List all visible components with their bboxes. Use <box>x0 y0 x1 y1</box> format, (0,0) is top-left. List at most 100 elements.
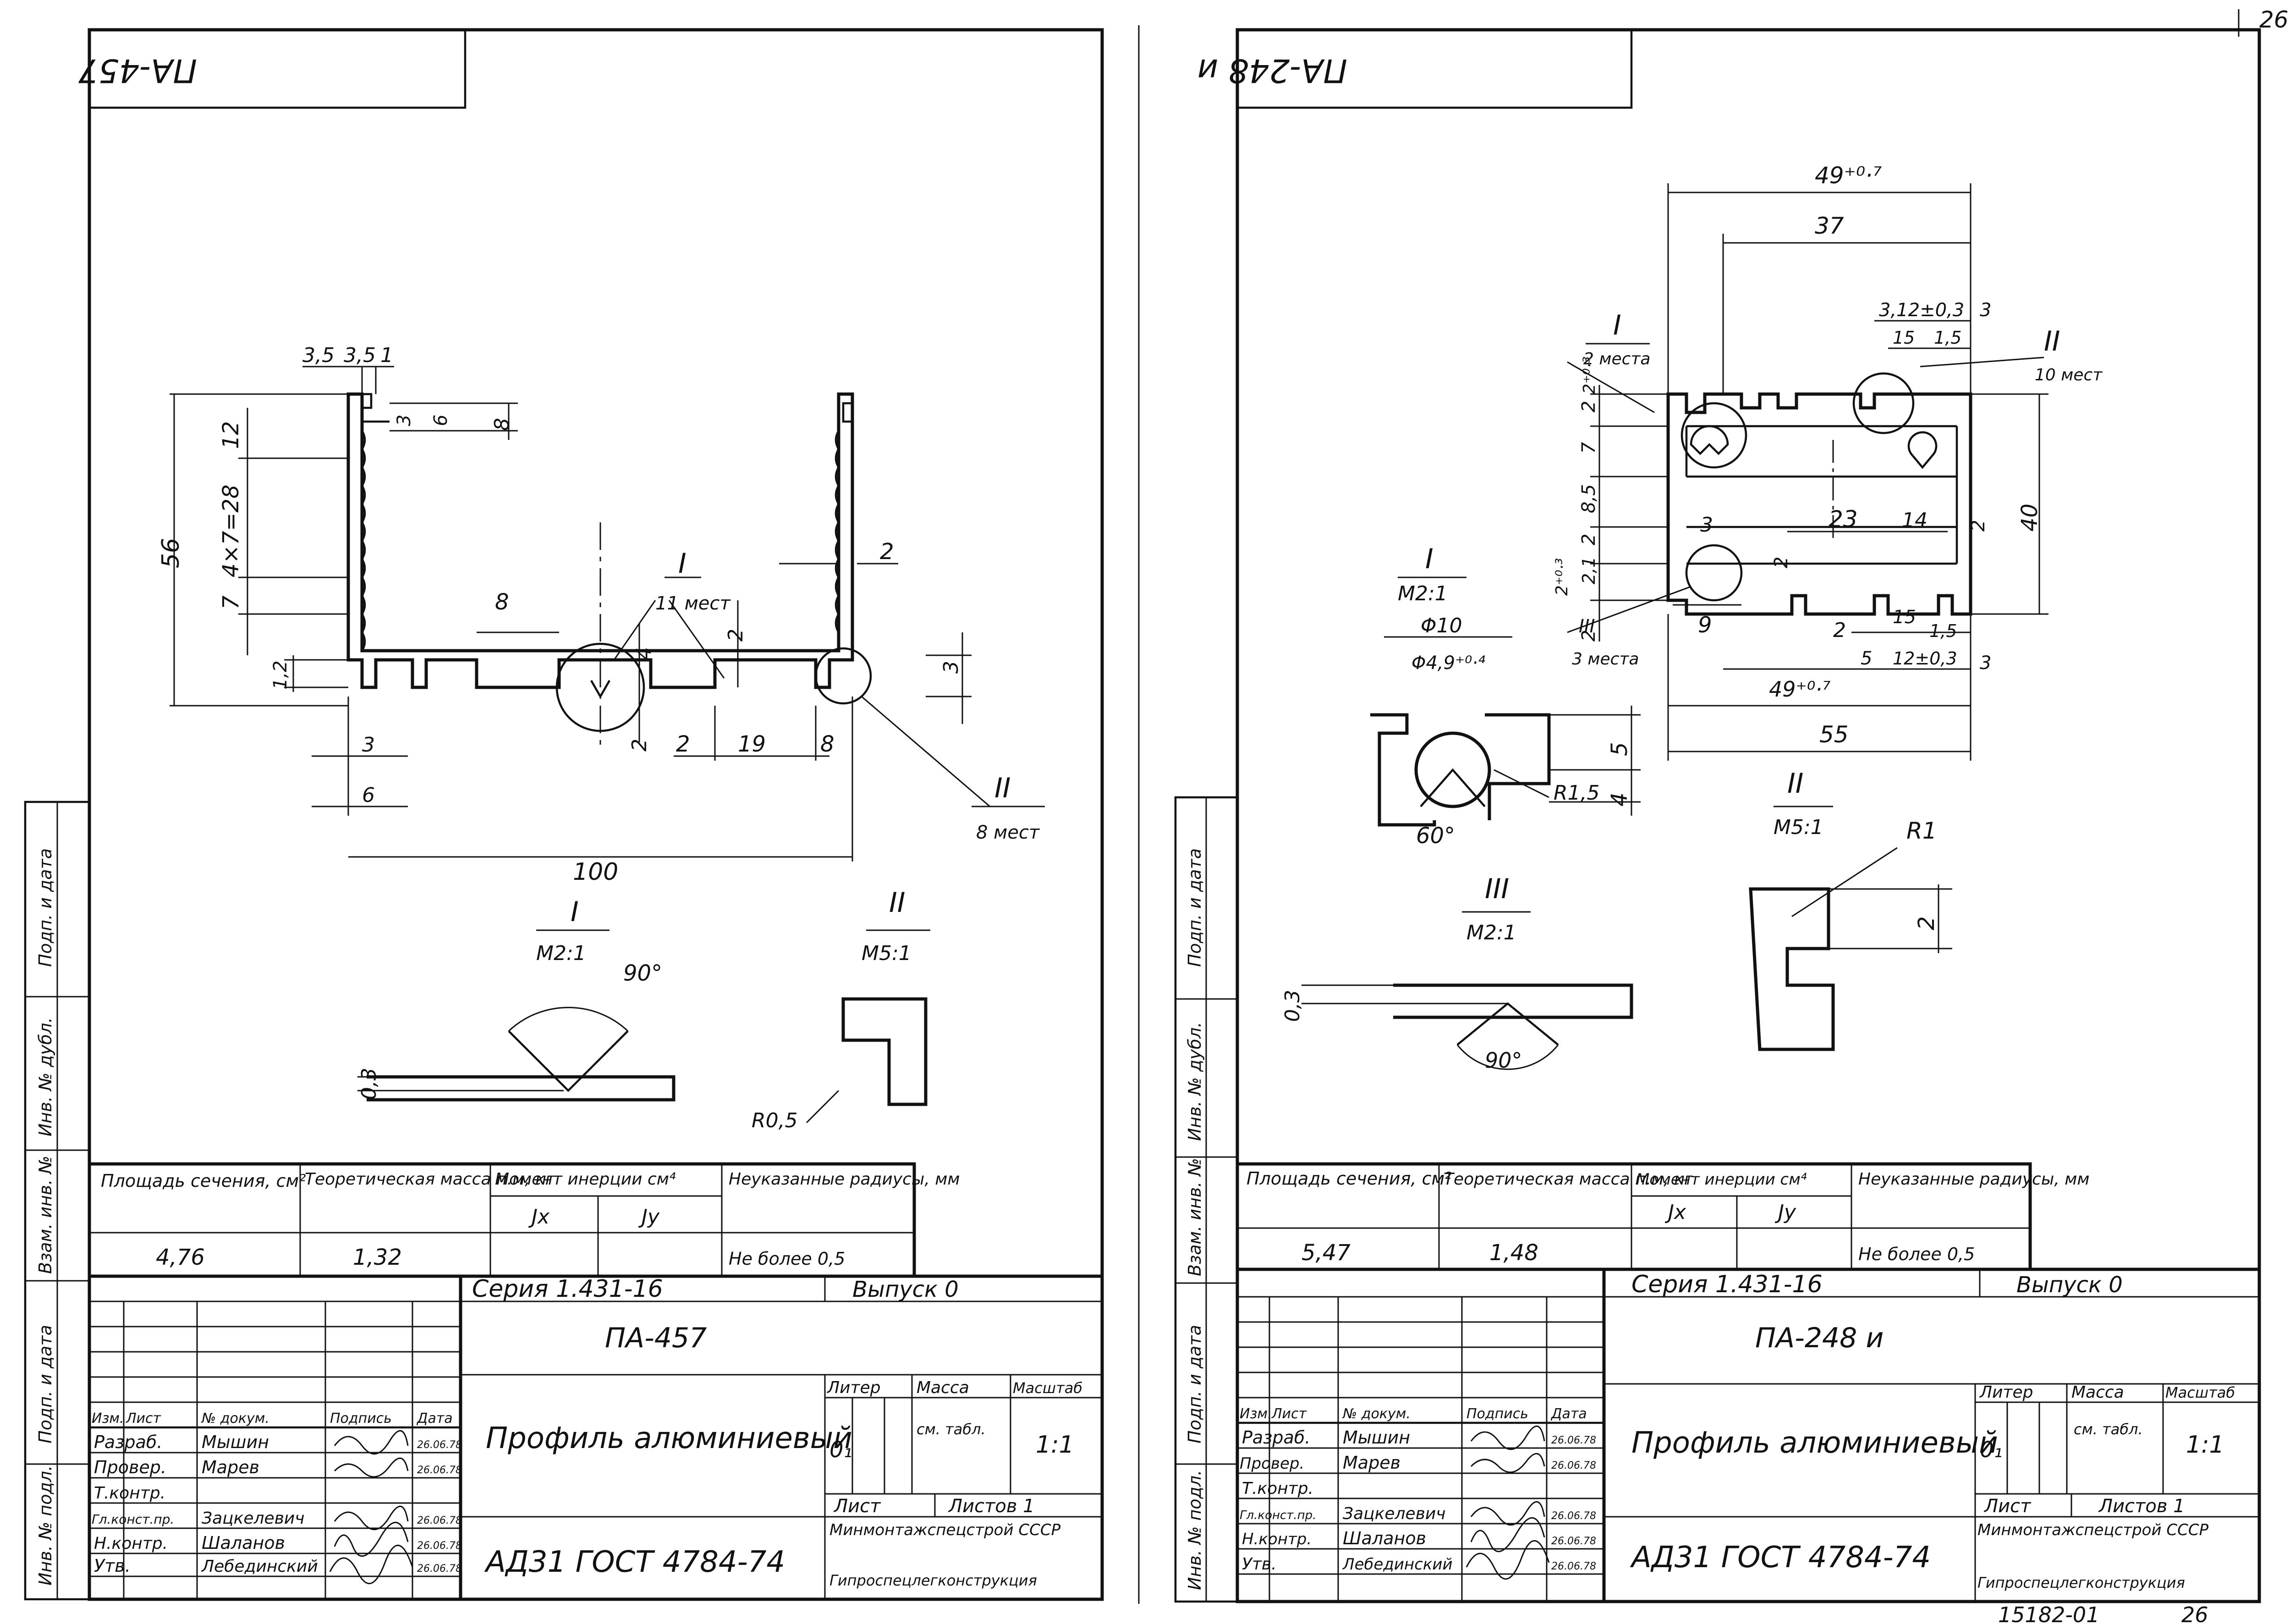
pa248-w15d: 1,5 <box>1929 621 1957 641</box>
sheet-left: ПА-457 Подп. и дата Инв. № дубл. Взам. и… <box>24 28 1104 1601</box>
pa248-h2f: 2 <box>1968 520 1989 532</box>
tb2-org: Минмонтажспецстрой СССР <box>1977 1521 2209 1539</box>
dim-3: 3 <box>394 415 415 426</box>
tb2-list: Лист <box>1271 1406 1307 1422</box>
tb-glkontr: Гл.конст.пр. <box>92 1512 174 1527</box>
sheet-right-top-label-box <box>1236 28 1633 109</box>
pa248-w5: 5 <box>1861 648 1872 669</box>
sheet-left-top-label: ПА-457 <box>78 52 197 89</box>
dim-19: 19 <box>738 731 766 757</box>
signature2-glkontr <box>1470 1501 1545 1526</box>
tb-data: Дата <box>416 1410 453 1426</box>
tb-razrab-name: Мышин <box>202 1432 269 1452</box>
pa457-detail-II: II М5:1 R0,5 <box>752 887 930 1132</box>
tb2-doc: № докум. <box>1342 1406 1411 1422</box>
pa248-d3-label: III <box>1485 873 1509 905</box>
dim-2a: 2 <box>628 739 651 752</box>
tb-doc: № докум. <box>201 1410 269 1426</box>
pa457-detail-I: I М2:1 90° 0,3 <box>357 896 675 1102</box>
tb2-nkontr: Н.контр. <box>1242 1530 1312 1548</box>
pa248-h2d: 2⁺⁰·³ <box>1553 558 1571 596</box>
tb-date-glkontr: 26.06.78 <box>417 1515 462 1526</box>
tb-list2: Лист <box>833 1496 881 1517</box>
tb2-izm: Изм. <box>1240 1406 1272 1422</box>
pa457-title-block: Изм. Лист № докум. Подпись Дата Разраб. … <box>88 1274 1104 1601</box>
pa248-keyhole-I <box>1690 425 1729 455</box>
pa248-d2-label: II <box>1787 768 1803 800</box>
material2: АД31 ГОСТ 4784-74 <box>1630 1541 1931 1575</box>
pa248-w15b: 1,5 <box>1934 328 1961 348</box>
pa248-keyhole <box>1907 431 1938 469</box>
pa248-d1-angle: 60° <box>1416 823 1455 849</box>
tb-massa: Масса <box>917 1378 969 1397</box>
archive-sheet: 26 <box>2181 1602 2208 1624</box>
pa248-d3-d: 0,3 <box>1281 990 1304 1022</box>
tb2-prover-name: Марев <box>1343 1453 1400 1473</box>
serration-right <box>835 430 840 633</box>
tb-date-prover: 26.06.78 <box>417 1465 462 1476</box>
stamp2-podp-data-2: Подп. и дата <box>1185 1325 1205 1443</box>
tb-razrab: Разраб. <box>94 1432 162 1452</box>
callout-II-count: 8 мест <box>976 822 1040 843</box>
tb2-razrab: Разраб. <box>1242 1427 1310 1448</box>
tb2-glkontr-name: Зацкелевич <box>1343 1504 1446 1523</box>
hdr2-jy: Jy <box>1774 1201 1796 1224</box>
release-label: Выпуск 0 <box>852 1277 959 1302</box>
detail-II-shape <box>841 997 928 1106</box>
tb2-prover: Провер. <box>1240 1454 1304 1473</box>
detail-I-label: I <box>571 896 579 928</box>
pa248-d1-d49: Φ4,9⁺⁰·⁴ <box>1411 653 1485 674</box>
profile-pa248-section: 49⁺⁰·⁷ 37 3,12±0,3 3 15 1,5 2⁺⁰·³ 2 7 8,… <box>1553 162 2103 761</box>
tb2-massa: Масса <box>2071 1383 2124 1402</box>
tb-utv-name: Лебединский <box>201 1557 318 1576</box>
pa248-w14: 14 <box>1902 509 1928 532</box>
pa248-d1-d10: Φ10 <box>1421 614 1462 637</box>
tb2-nkontr-name: Шаланов <box>1343 1528 1426 1548</box>
pa457-header-table: Площадь сечения, см² Теоретическая масса… <box>88 1162 960 1278</box>
tb2-date-razrab: 26.06.78 <box>1551 1435 1596 1446</box>
tb-list: Лист <box>126 1410 162 1426</box>
pa248-d1-r: R1,5 <box>1554 781 1600 805</box>
hdr2-radius: Неуказанные радиусы, мм <box>1858 1170 2090 1189</box>
pa248-c2: II <box>2044 325 2060 357</box>
sheet-left-top-label-box <box>88 28 467 109</box>
scale2-value: 1:1 <box>2186 1431 2224 1459</box>
pa248-d2-r: R1 <box>1906 817 1937 844</box>
tb2-masshtab: Масштаб <box>2165 1384 2235 1401</box>
tb-nkontr-name: Шаланов <box>202 1533 285 1553</box>
pa248-d3-arc <box>1456 1044 1559 1070</box>
tb2-glkontr: Гл.конст.пр. <box>1240 1509 1316 1522</box>
dim-2b: 2 <box>676 731 690 757</box>
massa-value: см. табл. <box>917 1421 986 1438</box>
tb-listov: Листов 1 <box>948 1496 1035 1517</box>
dim-122: 1,2 <box>270 660 291 690</box>
sheet-right-top-label: ПА-248 и <box>1197 52 1347 89</box>
serration-left <box>361 430 366 652</box>
stamp-inv-dubl: Инв. № дубл. <box>35 1017 55 1136</box>
pa248-detail-I: I М2:1 Φ10 Φ4,9⁺⁰·⁴ 60° 5 4 R1,5 <box>1370 543 1641 849</box>
dim-6: 6 <box>430 415 451 426</box>
pa248-d1-body <box>1370 713 1551 827</box>
pa248-h40: 40 <box>2017 504 2043 532</box>
scale-value: 1:1 <box>1036 1431 1074 1459</box>
dim-2c: 2 <box>724 629 747 642</box>
signature-glkontr <box>334 1506 409 1531</box>
sheet-right: ПА-248 и Подп. и дата Инв. № дубл. Взам.… <box>1174 28 2261 1624</box>
pa248-w2: 2 <box>1771 557 1792 568</box>
tb-utv: Утв. <box>94 1556 131 1576</box>
pa248-w15a: 15 <box>1893 328 1915 348</box>
series2-label: Серия 1.431-16 <box>1631 1271 1823 1298</box>
hdr-inertia: Момент инерции см⁴ <box>495 1170 676 1189</box>
pa248-d1-vee <box>1420 768 1486 807</box>
mass2-value: 1,48 <box>1489 1240 1538 1266</box>
stamp2-vzam-inv: Взам. инв. № <box>1185 1158 1205 1276</box>
stamp-podp-data-2: Подп. и дата <box>35 1325 55 1443</box>
tb-glkontr-name: Зацкелевич <box>202 1509 305 1528</box>
callout-I-count: 11 мест <box>655 593 731 614</box>
profile-pa457-section: 56 4×7=28 12 7 3,5 3,5 1 3 6 8 8 100 3 6… <box>157 344 1045 886</box>
pa248-detail-III: III М2:1 90° 0,3 <box>1281 873 1633 1073</box>
pa248-w312: 3,12±0,3 <box>1879 300 1964 321</box>
hdr2-inertia: Момент инерции см⁴ <box>1636 1170 1807 1189</box>
sheet-right-side-stamp: Подп. и дата Инв. № дубл. Взам. инв. № П… <box>1174 796 1239 1603</box>
hdr-radius: Неуказанные радиусы, мм <box>729 1170 960 1189</box>
